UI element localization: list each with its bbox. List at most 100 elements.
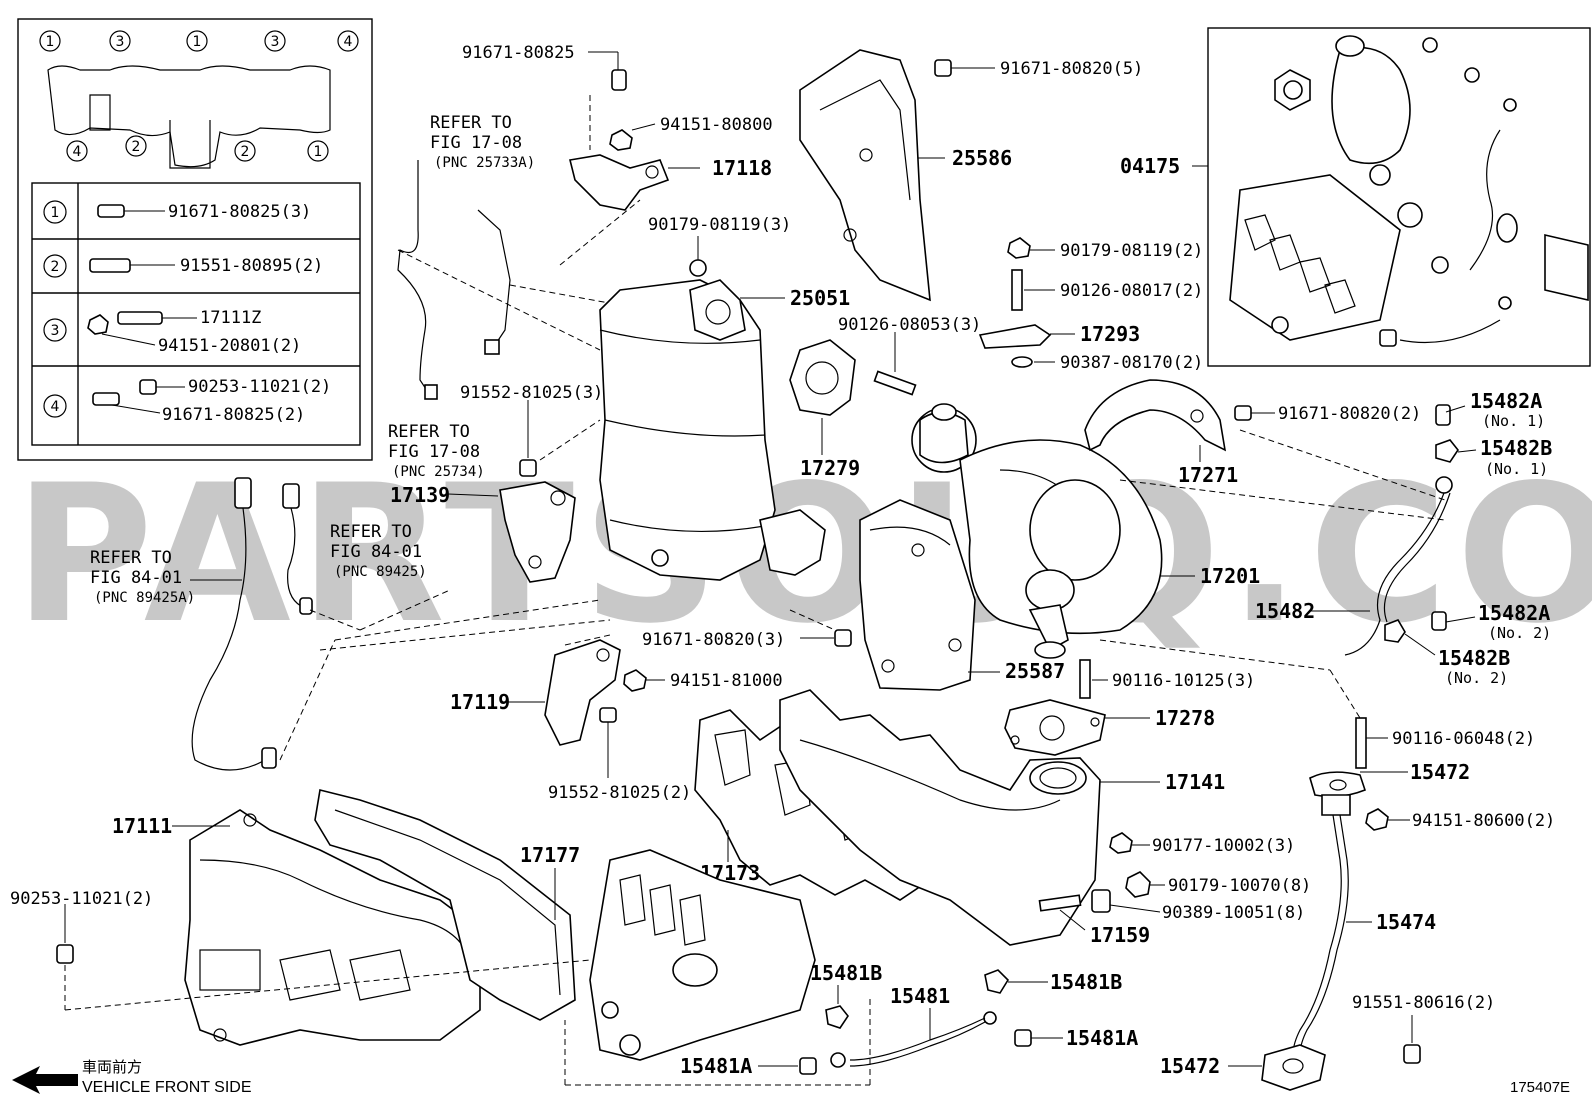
refer-line: FIG 17-08 [388, 442, 480, 462]
label-25587: 25587 [1005, 659, 1065, 683]
row-part-number: 91671-80825(3) [168, 202, 311, 222]
label-91552-81025-2: 91552-81025(2) [548, 783, 691, 803]
label-91671-80820-5: 91671-80820(5) [1000, 59, 1143, 79]
label-17141: 17141 [1165, 770, 1225, 794]
studs-90126-08053 [873, 370, 917, 396]
label-17159: 17159 [1090, 923, 1150, 947]
diagram-code: 175407E [1510, 1079, 1570, 1096]
marker-2: 2 [132, 139, 141, 155]
refer-line: (PNC 25734) [392, 464, 485, 480]
label-15481B-left: 15481B [810, 961, 882, 985]
insulator-25587 [859, 499, 976, 691]
label-94151-80600-2: 94151-80600(2) [1412, 811, 1555, 831]
manifold-gasket-sketch [47, 65, 331, 168]
refer-block-89425: REFER TO FIG 84-01 (PNC 89425) [330, 522, 427, 580]
bracket-17119 [319, 619, 647, 746]
refer-line: (PNC 25733A) [434, 155, 535, 171]
insulator-25586 [799, 49, 931, 302]
refer-line: REFER TO [90, 548, 172, 568]
label-91551-80616-2: 91551-80616(2) [1352, 993, 1495, 1013]
label-15482A-no2: 15482A [1478, 601, 1550, 625]
label-17177: 17177 [520, 843, 580, 867]
label-15481A-left: 15481A [680, 1054, 752, 1078]
label-17118: 17118 [712, 156, 772, 180]
oil-pipe-15482 [1119, 404, 1459, 656]
inset-box-04175 [1207, 27, 1591, 367]
label-17278: 17278 [1155, 706, 1215, 730]
refer-line: REFER TO [388, 422, 470, 442]
label-25051: 25051 [790, 286, 850, 310]
front-side-en: VEHICLE FRONT SIDE [82, 1079, 252, 1096]
label-90179-08119-3: 90179-08119(3) [648, 215, 791, 235]
marker-1: 1 [193, 34, 202, 50]
front-side-jp: 車両前方 [82, 1058, 142, 1076]
refer-line: (PNC 89425) [334, 564, 427, 580]
label-90126-08053-3: 90126-08053(3) [838, 315, 981, 335]
label-15482A-no2-sub: (No. 2) [1488, 624, 1551, 642]
legend-row-3: 3 17111Z 94151-20801(2) [43, 308, 301, 356]
refer-line: REFER TO [430, 113, 512, 133]
label-15472-upper: 15472 [1410, 760, 1470, 784]
label-91671-80825: 91671-80825 [462, 43, 575, 63]
label-15482A-no1-sub: (No. 1) [1482, 412, 1545, 430]
marker-4: 4 [73, 144, 82, 160]
gasket-17293 [978, 324, 1052, 368]
label-15474: 15474 [1376, 910, 1436, 934]
marker-1: 1 [46, 34, 55, 50]
label-15481B-right: 15481B [1050, 970, 1122, 994]
label-90179-08119-2: 90179-08119(2) [1060, 241, 1203, 261]
oxygen-sensor-harness-upper [397, 160, 621, 400]
label-25586: 25586 [952, 146, 1012, 170]
gasket-17177 [314, 789, 576, 1021]
refer-block-89425A: REFER TO FIG 84-01 (PNC 89425A) [90, 548, 195, 606]
label-17139: 17139 [390, 483, 450, 507]
label-91671-80820-2: 91671-80820(2) [1278, 404, 1421, 424]
legend-box: 1 3 1 3 4 4 2 2 1 1 91671-80825(3) 2 [17, 18, 373, 461]
refer-line: (PNC 89425A) [94, 590, 195, 606]
label-90253-11021-2: 90253-11021(2) [10, 889, 153, 909]
label-17271: 17271 [1178, 463, 1238, 487]
refer-block-25733A: REFER TO FIG 17-08 (PNC 25733A) [430, 113, 535, 171]
row-part-number-2: 94151-20801(2) [158, 336, 301, 356]
refer-line: FIG 84-01 [90, 568, 182, 588]
marker-4: 4 [344, 34, 353, 50]
label-15482: 15482 [1255, 599, 1315, 623]
label-90126-08017-2: 90126-08017(2) [1060, 281, 1203, 301]
label-91552-81025-3: 91552-81025(3) [460, 383, 603, 403]
label-90116-06048-2: 90116-06048(2) [1392, 729, 1535, 749]
label-04175: 04175 [1120, 154, 1180, 178]
label-17279: 17279 [800, 456, 860, 480]
oxygen-sensor-harness-lower [190, 477, 601, 771]
row-part-number: 91551-80895(2) [180, 256, 323, 276]
label-17293: 17293 [1080, 322, 1140, 346]
legend-row-4: 4 90253-11021(2) 91671-80825(2) [43, 377, 331, 425]
label-15481A-right: 15481A [1066, 1026, 1138, 1050]
label-17201: 17201 [1200, 564, 1260, 588]
label-15481: 15481 [890, 984, 950, 1008]
marker-3: 3 [271, 34, 280, 50]
label-90387-08170-2: 90387-08170(2) [1060, 353, 1203, 373]
bolt-91552-81025 [519, 400, 601, 477]
oil-line-15481 [564, 969, 1032, 1086]
label-15472-lower: 15472 [1160, 1054, 1220, 1078]
row-part-number-2: 91671-80825(2) [162, 405, 305, 425]
bracket-17118 [559, 69, 670, 266]
bracket-17139 [499, 481, 576, 583]
legend-row-2: 2 91551-80895(2) [43, 254, 323, 278]
gasket-17279 [789, 339, 856, 416]
label-91671-80820-3: 91671-80820(3) [642, 630, 785, 650]
intake-manifold-17111 [184, 809, 481, 1046]
oil-return-pipe-15474 [1099, 639, 1421, 1091]
label-90116-10125-3: 90116-10125(3) [1112, 671, 1255, 691]
label-17119: 17119 [450, 690, 510, 714]
gasket-17278 [1004, 699, 1106, 756]
label-15482B-no1-sub: (No. 1) [1485, 460, 1548, 478]
marker-2: 2 [241, 144, 250, 160]
turbocharger-17201 [911, 403, 1163, 659]
legend-markers: 1 3 1 3 4 4 2 2 1 [39, 30, 359, 162]
marker-1: 1 [314, 144, 323, 160]
engine-block-sketch [589, 849, 816, 1061]
refer-line: FIG 84-01 [330, 542, 422, 562]
label-15482B-no1: 15482B [1480, 436, 1552, 460]
